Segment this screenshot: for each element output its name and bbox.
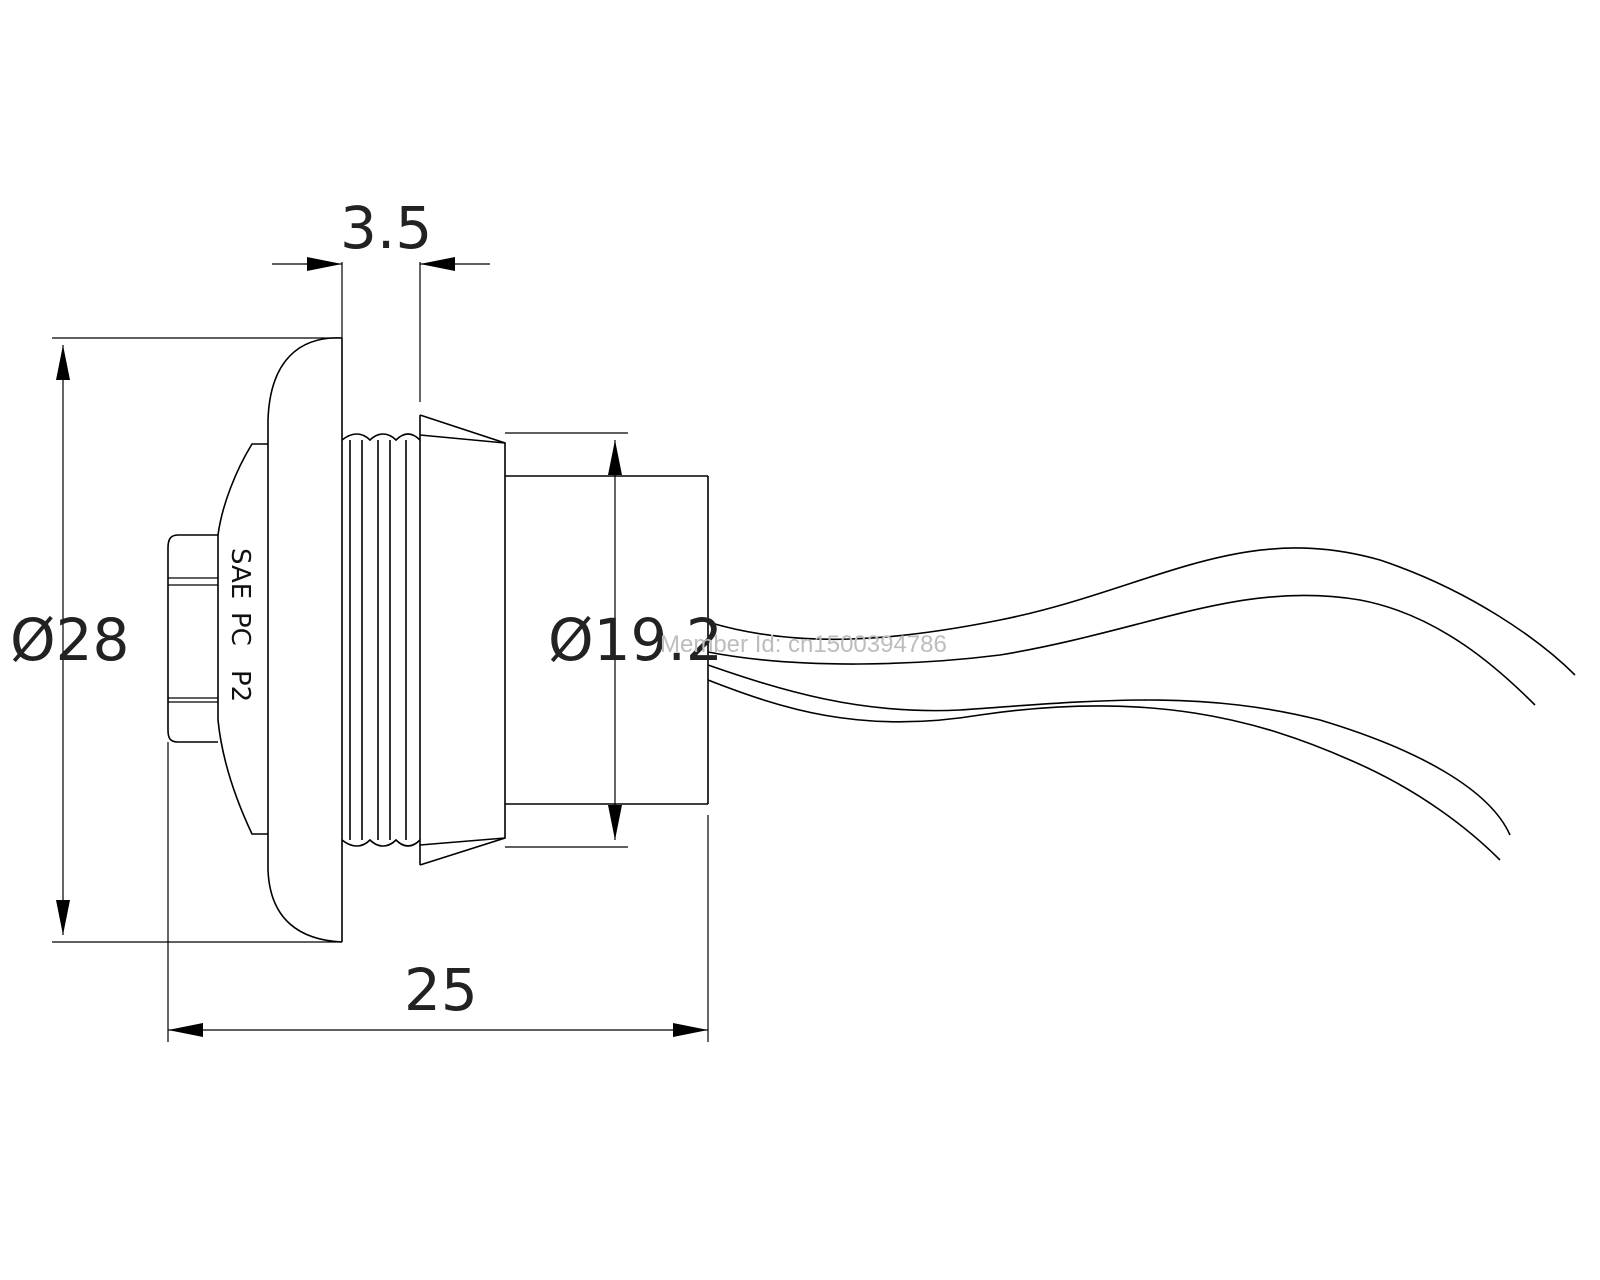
arrow-left-icon <box>420 257 455 271</box>
flange-diameter-label: Ø28 <box>10 606 129 674</box>
arrow-down-icon <box>608 805 622 840</box>
arrow-right-icon <box>307 257 342 271</box>
dimension-flange-diameter: Ø28 <box>10 345 129 935</box>
watermark-text: Member Id: cn1500394786 <box>660 631 947 658</box>
rear-body <box>505 475 709 805</box>
thread-length-label: 3.5 <box>340 194 432 262</box>
arrow-down-icon <box>56 900 70 935</box>
arrow-up-icon <box>608 440 622 475</box>
dimension-body-diameter: Ø19.2 <box>548 440 723 840</box>
part-marking: SAE PC P2 <box>225 548 255 702</box>
flange <box>267 337 343 943</box>
marking-sae: SAE <box>225 548 255 599</box>
marking-p2: P2 <box>225 670 255 702</box>
arrow-up-icon <box>56 345 70 380</box>
dimension-overall-length: 25 <box>168 956 708 1037</box>
body-diameter-label: Ø19.2 <box>548 606 723 674</box>
extension-lines <box>52 262 709 1042</box>
wire-leads <box>707 547 1576 861</box>
nut <box>419 414 506 866</box>
marking-pc: PC <box>225 612 255 646</box>
overall-length-label: 25 <box>404 956 478 1024</box>
lens <box>167 443 268 835</box>
arrow-right-icon <box>673 1023 708 1037</box>
dimension-thread-length: 3.5 <box>272 194 490 271</box>
thread-section <box>341 415 421 865</box>
arrow-left-icon <box>168 1023 203 1037</box>
